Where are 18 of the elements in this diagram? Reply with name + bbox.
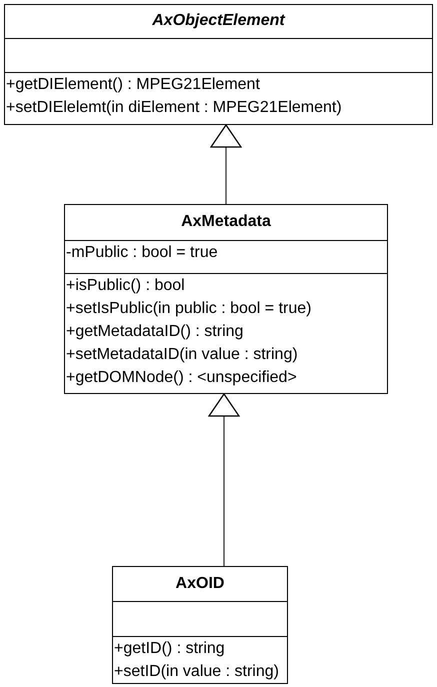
operation-text: +setIsPublic(in public : bool = true) <box>65 299 312 319</box>
operation-text: +getID() : string <box>113 639 225 659</box>
operation-text: +isPublic() : bool <box>65 276 185 296</box>
class-name: AxObjectElement <box>151 11 286 31</box>
class-box <box>64 204 388 394</box>
operation-text: +getMetadataID() : string <box>65 322 244 342</box>
class-name: AxOID <box>174 574 226 594</box>
class-box <box>4 4 433 125</box>
inheritance-arrow <box>208 393 240 566</box>
operation-text: +setID(in value : string) <box>113 662 279 682</box>
operation-text: +getDOMNode() : <unspecified> <box>65 368 297 388</box>
attribute-text: -mPublic : bool = true <box>65 243 218 263</box>
inheritance-arrow <box>210 124 242 204</box>
operation-text: +setMetadataID(in value : string) <box>65 345 298 365</box>
operation-text: +getDIElement() : MPEG21Element <box>5 75 260 95</box>
class-name: AxMetadata <box>180 212 272 232</box>
class-box <box>112 566 288 684</box>
operation-text: +setDIElelemt(in diElement : MPEG21Element) <box>5 98 342 118</box>
